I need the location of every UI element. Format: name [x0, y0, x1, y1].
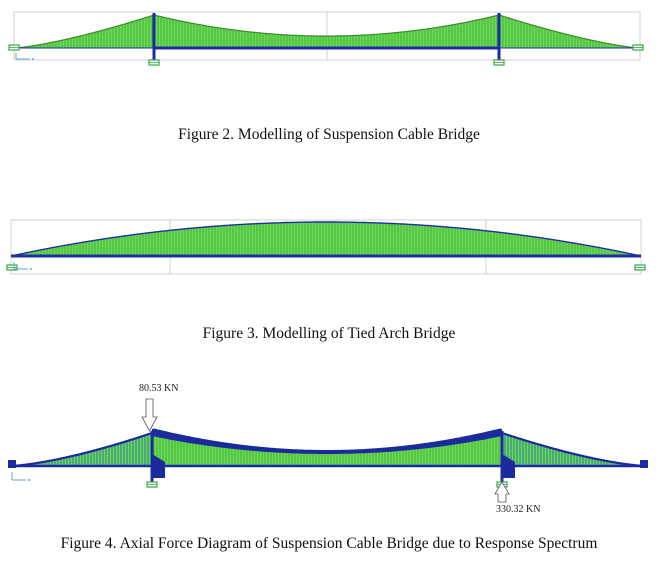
right-side-cable-band	[501, 431, 646, 468]
support-icon	[6, 264, 18, 271]
support-icon	[146, 481, 158, 488]
right-tower-base-force	[502, 454, 515, 478]
max-force-label-right: 330.32 KN	[496, 504, 540, 515]
hanger-lines	[16, 15, 639, 48]
figure-2-caption: Figure 2. Modelling of Suspension Cable …	[178, 126, 480, 143]
axial-force-diagram: 80.53 KN 330.32 KN	[8, 383, 648, 515]
figure-3-caption: Figure 3. Modelling of Tied Arch Bridge	[202, 325, 456, 342]
support-icon	[493, 59, 505, 66]
main-cable	[14, 14, 640, 49]
hanger-lines	[13, 222, 639, 256]
model-frame	[10, 219, 642, 275]
axis-triad-icon	[13, 262, 32, 270]
hanger-lines	[12, 432, 644, 466]
down-arrow-icon	[141, 398, 158, 432]
main-span-axial-band	[152, 428, 502, 454]
max-force-label-left: 80.53 KN	[139, 383, 178, 394]
cable-region	[14, 15, 640, 48]
left-tower-base-force	[152, 454, 165, 478]
figure-4-caption: Figure 4. Axial Force Diagram of Suspens…	[60, 535, 598, 552]
support-icon	[632, 44, 644, 51]
support-icon	[8, 44, 20, 51]
suspension-bridge-model	[8, 11, 644, 66]
left-side-cable-band	[10, 431, 153, 468]
tied-arch-bridge-model	[6, 219, 646, 275]
up-arrow-icon	[494, 481, 510, 503]
support-icon	[148, 59, 160, 66]
axis-triad-icon	[11, 472, 30, 481]
right-abutment-force	[640, 460, 648, 468]
arch-rib	[10, 221, 642, 257]
axis-triad-icon	[15, 53, 34, 60]
left-abutment-force	[8, 460, 16, 468]
support-icon	[634, 264, 646, 271]
